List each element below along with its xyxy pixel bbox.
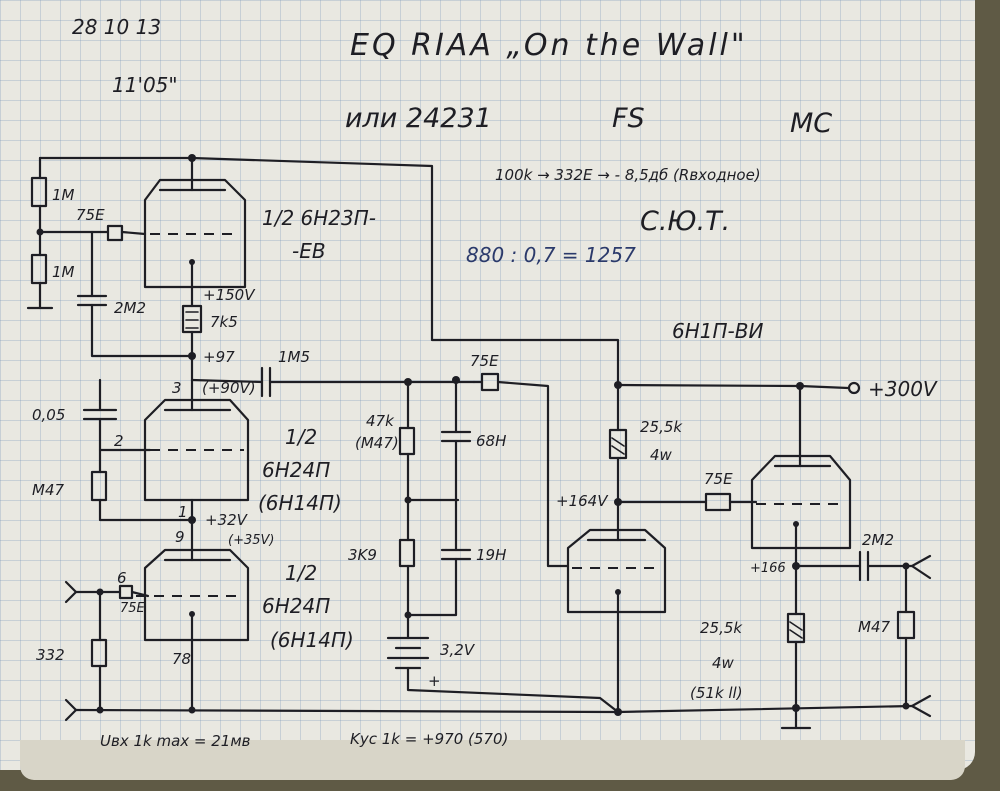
r-m47b-label: (M47) — [355, 434, 399, 452]
r-grid-top-label: 75E — [76, 206, 105, 224]
subtitle-text: или 24231 — [345, 103, 492, 134]
v166-label: +166 — [750, 561, 786, 576]
tube-right-label: 6Н1П-ВИ — [672, 319, 763, 343]
v35-label: (+35V) — [228, 533, 274, 548]
r-47k-label: 47k — [366, 412, 395, 430]
c-68-label: 68H — [476, 432, 506, 450]
attenuation-note: 100k → 332E → - 8,5дб (Rвходное) — [495, 166, 761, 184]
tube-bot-label-3: (6Н14П) — [270, 628, 354, 652]
tube-mid-label-2: 6Н24П — [262, 458, 330, 482]
tube-mid-label-3: (6Н14П) — [258, 491, 342, 515]
r-m47-label: M47 — [32, 481, 64, 499]
tube-bot-label-2: 6Н24П — [262, 594, 330, 618]
v164-label: +164V — [556, 492, 609, 510]
r-m47-out-label: M47 — [858, 618, 890, 636]
r-7k5-label: 7k5 — [210, 313, 238, 331]
pin1-label: 1 — [178, 503, 188, 521]
battery-plus: + — [428, 672, 441, 690]
c-2m2-label: 2M2 — [114, 299, 146, 317]
r-grid-bottom-label: 75E — [120, 601, 146, 616]
pin3-label: 3 — [172, 379, 182, 397]
r-25k-top-label: 25,5k — [640, 418, 683, 436]
r-51k-label: (51k ll) — [690, 684, 743, 702]
gain-note: Kус 1k = +970 (570) — [350, 730, 508, 748]
c-1m5-label: 1M5 — [278, 348, 310, 366]
v90-label: (+90V) — [202, 379, 256, 397]
w-top-label: 4w — [650, 446, 673, 464]
r-25k-bot-label: 25,5k — [700, 619, 743, 637]
time-text: 11'05" — [112, 73, 178, 97]
pin78-label: 78 — [172, 650, 191, 668]
tube-bot-label-1: 1/2 — [285, 561, 317, 585]
pin9-label: 9 — [175, 528, 185, 546]
r-332-label: 332 — [36, 646, 65, 664]
uin-note: Uвх 1k max = 21мв — [100, 732, 251, 750]
v300-label: +300V — [868, 377, 938, 401]
v32-label: +32V — [205, 511, 249, 529]
r1-label: 1M — [52, 186, 75, 204]
signature-initials: FS — [612, 103, 645, 134]
c-out-label: 2M2 — [862, 531, 894, 549]
page-edge — [20, 740, 965, 780]
w-bot-label: 4w — [712, 654, 735, 672]
date-text: 28 10 13 — [72, 15, 161, 39]
mc-text: МС — [790, 108, 832, 139]
v150-label: +150V — [203, 286, 256, 304]
notebook-page — [0, 0, 975, 770]
pin6-label: 6 — [117, 569, 127, 587]
r2-label: 1M — [52, 263, 75, 281]
calc-note: 880 : 0,7 = 1257 — [466, 243, 636, 267]
title-text: EQ RIAA „On the Wall" — [350, 28, 748, 63]
r-75e-mid-label: 75E — [470, 352, 499, 370]
battery-label: 3,2V — [440, 641, 476, 659]
author-initials: С.Ю.Т. — [640, 206, 730, 237]
c-19-label: 19H — [476, 546, 506, 564]
r-3k9-label: 3K9 — [348, 546, 377, 564]
tube-mid-label-1: 1/2 — [285, 425, 317, 449]
pin2-label: 2 — [114, 432, 124, 450]
v97-label: +97 — [203, 348, 235, 366]
r-75e-right-label: 75E — [704, 470, 733, 488]
c-005-label: 0,05 — [32, 406, 65, 424]
tube-top-label-2: -ЕВ — [292, 239, 326, 263]
tube-top-label-1: 1/2 6Н23П- — [262, 206, 376, 230]
